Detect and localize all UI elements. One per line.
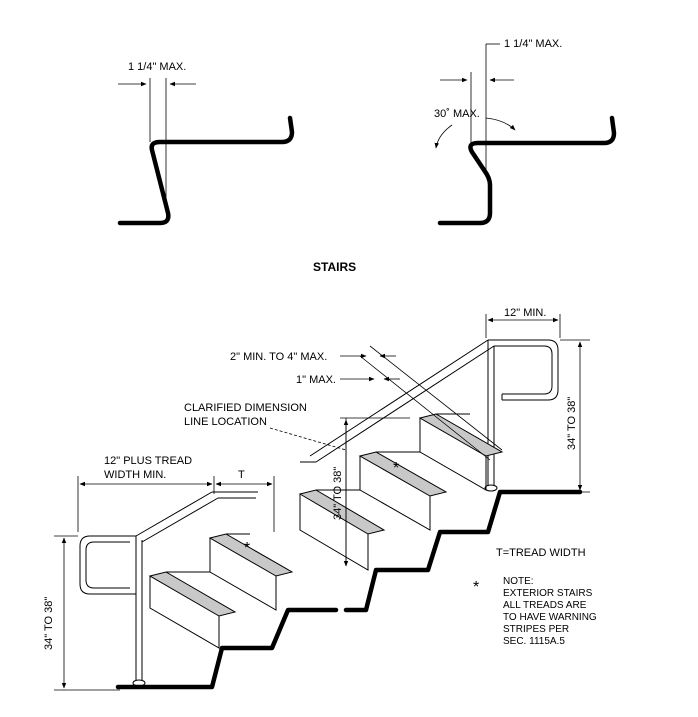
right-asterisk: * [393,460,399,477]
note-line: TO HAVE WARNING [503,612,597,623]
left-width-label-2: WIDTH MIN. [104,469,166,481]
clarified-label-2: LINE LOCATION [184,416,267,428]
nosing-left-dimension-label: 1 1/4" MAX. [128,61,186,73]
left-stair: 12" PLUS TREAD WIDTH MIN. T 34" TO 38" * [43,455,339,691]
right-edge-label: 1" MAX. [296,374,336,386]
nosing-detail-left: 1 1/4" MAX. [117,61,295,226]
note-line: EXTERIOR STAIRS [503,588,593,599]
note-line: ALL TREADS ARE [503,600,587,611]
right-gap-label: 2" MIN. TO 4" MAX. [230,351,327,363]
nosing-angle-label: 30˚ MAX. [434,108,480,120]
mid-height-label: 34" TO 38" [332,467,344,520]
note-line: STRIPES PER [503,624,569,635]
left-height-label: 34" TO 38" [43,597,55,650]
right-top-label: 12" MIN. [504,307,546,319]
tread-width-legend: T=TREAD WIDTH [496,547,586,559]
note-line: SEC. 1115A.5 [503,636,565,647]
left-asterisk: * [244,540,250,557]
clarified-label-1: CLARIFIED DIMENSION [184,402,307,414]
nosing-detail-right: 1 1/4" MAX. 30˚ MAX. [434,38,617,226]
left-tread-label: T [238,469,245,481]
nosing-right-dimension-label: 1 1/4" MAX. [504,38,562,50]
note-block: NOTE: EXTERIOR STAIRS ALL TREADS ARE TO … [503,576,597,647]
left-width-label-1: 12" PLUS TREAD [104,455,192,467]
right-height-label: 34" TO 38" [566,397,578,450]
right-stair: 2" MIN. TO 4" MAX. 1" MAX. 12" MIN. 34" … [184,307,590,613]
note-asterisk: * [473,579,479,596]
diagram-title: STAIRS [313,260,356,274]
note-line: NOTE: [503,576,534,587]
